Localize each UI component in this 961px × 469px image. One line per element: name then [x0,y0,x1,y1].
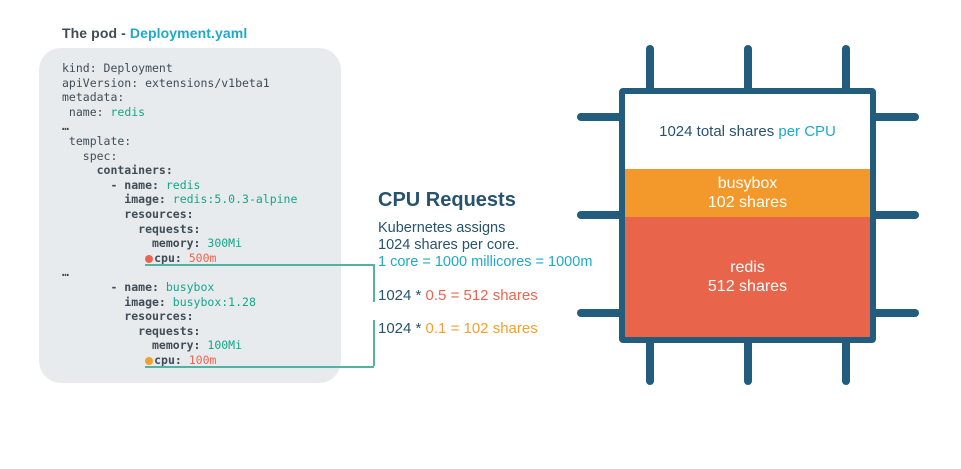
code-segment: image: [62,192,173,207]
code-line: requests: [62,222,297,237]
chip-pin-bottom-1 [646,337,654,385]
paragraph-line-3: 1 core = 1000 millicores = 1000m [378,254,593,270]
cpu-requests-paragraph: Kubernetes assigns 1024 shares per core.… [378,220,592,271]
code-segment: 100m [188,352,217,367]
code-line: … [62,265,297,280]
code-segment: template: [62,133,132,148]
connector-line-redis-cpu-vertical [373,264,375,302]
redis-shares-section: redis 512 shares [625,217,870,337]
code-line: cpu: 500m [62,251,297,266]
chip-pin-bottom-3 [842,337,850,385]
code-line: - name: redis [62,178,297,193]
chip-pin-right-1 [871,113,919,121]
chip-pin-right-3 [871,309,919,317]
code-line: apiVersion: extensions/v1beta1 [62,76,297,91]
code-line: memory: 100Mi [62,338,297,353]
busybox-shares: 102 shares [707,194,788,211]
code-line: … [62,119,297,134]
code-segment: redis [110,104,146,119]
chip-pin-top-3 [842,45,850,93]
busybox-shares-section: busybox 102 shares [625,169,870,217]
chip-pin-top-1 [646,45,654,93]
equation-redis-shares: 1024 * 0.5 = 512 shares [378,287,538,304]
code-line: - name: busybox [62,280,297,295]
chip-pin-left-2 [577,211,625,219]
chip-pin-left-1 [577,113,625,121]
chip-pin-left-3 [577,309,625,317]
code-segment: spec: [62,148,118,163]
cpu-requests-heading: CPU Requests [378,189,516,211]
code-segment: busybox:1.28 [172,294,256,309]
code-line: resources: [62,207,297,222]
code-segment: image: [62,294,173,309]
code-segment: … [62,119,69,134]
yaml-code-panel [39,48,341,383]
code-segment: - name: [62,279,166,294]
code-segment: apiVersion: extensions/v1beta1 [62,75,270,90]
pod-title-text: The pod - [62,25,130,41]
code-segment: requests: [62,323,201,338]
chip-pin-top-2 [744,45,752,93]
total-shares-section: 1024 total shares per CPU [625,94,870,169]
code-segment: 500m [188,250,217,265]
connector-line-redis-cpu-horizontal [145,264,374,266]
deployment-yaml-filename: Deployment.yaml [129,25,248,41]
code-line: template: [62,134,297,149]
cpu-bullet-icon [145,254,154,263]
total-shares-label: 1024 total shares per CPU [659,123,836,140]
code-segment: redis [165,177,201,192]
code-segment: memory: [62,236,208,251]
equation-result: 0.1 = 102 shares [425,320,538,337]
code-line: cpu: 100m [62,353,297,368]
code-line: spec: [62,149,297,164]
code-segment: busybox [165,279,215,294]
code-line: requests: [62,324,297,339]
code-line: resources: [62,309,297,324]
code-line: kind: Deployment [62,61,297,76]
code-segment: metadata: [62,90,125,105]
pod-title: The pod - Deployment.yaml [62,25,247,41]
connector-line-busybox-cpu-vertical [373,320,375,366]
code-line: memory: 300Mi [62,236,297,251]
code-line: image: busybox:1.28 [62,295,297,310]
cpu-chip-diagram: 1024 total shares per CPU busybox 102 sh… [577,45,919,385]
code-segment: name: [62,104,111,119]
code-segment: requests: [62,221,201,236]
code-line: containers: [62,163,297,178]
equation-prefix: 1024 * [378,320,426,337]
code-segment: resources: [62,309,194,324]
code-segment [62,251,145,265]
code-segment [62,353,145,367]
code-segment: 100Mi [207,338,243,353]
code-segment: memory: [62,338,208,353]
equation-prefix: 1024 * [378,287,426,304]
connector-line-busybox-cpu-horizontal [145,366,374,368]
cpu-bullet-icon [145,356,154,365]
equation-busybox-shares: 1024 * 0.1 = 102 shares [378,320,538,337]
code-segment: 300Mi [207,236,243,251]
redis-shares: 512 shares [707,278,788,295]
code-segment: containers: [62,163,173,178]
code-segment: … [62,265,69,280]
code-segment: resources: [62,206,194,221]
busybox-name: busybox [717,174,778,192]
code-segment: - name: [62,177,166,192]
paragraph-line-1: Kubernetes assigns [378,220,506,236]
total-shares-cyan: per CPU [778,123,836,140]
code-line: name: redis [62,105,297,120]
redis-name: redis [730,258,765,276]
code-segment: kind: Deployment [62,61,173,75]
code-line: metadata: [62,90,297,105]
paragraph-line-2: 1024 shares per core. [378,237,520,253]
chip-pin-right-2 [871,211,919,219]
code-line: image: redis:5.0.3-alpine [62,192,297,207]
code-segment: redis:5.0.3-alpine [172,192,298,207]
chip-pin-bottom-2 [744,337,752,385]
equation-result: 0.5 = 512 shares [425,287,538,304]
chip-body: 1024 total shares per CPU busybox 102 sh… [619,88,876,343]
code-segment: cpu: [154,250,189,265]
code-segment: cpu: [154,352,189,367]
total-shares-dark: 1024 total shares [659,123,779,140]
